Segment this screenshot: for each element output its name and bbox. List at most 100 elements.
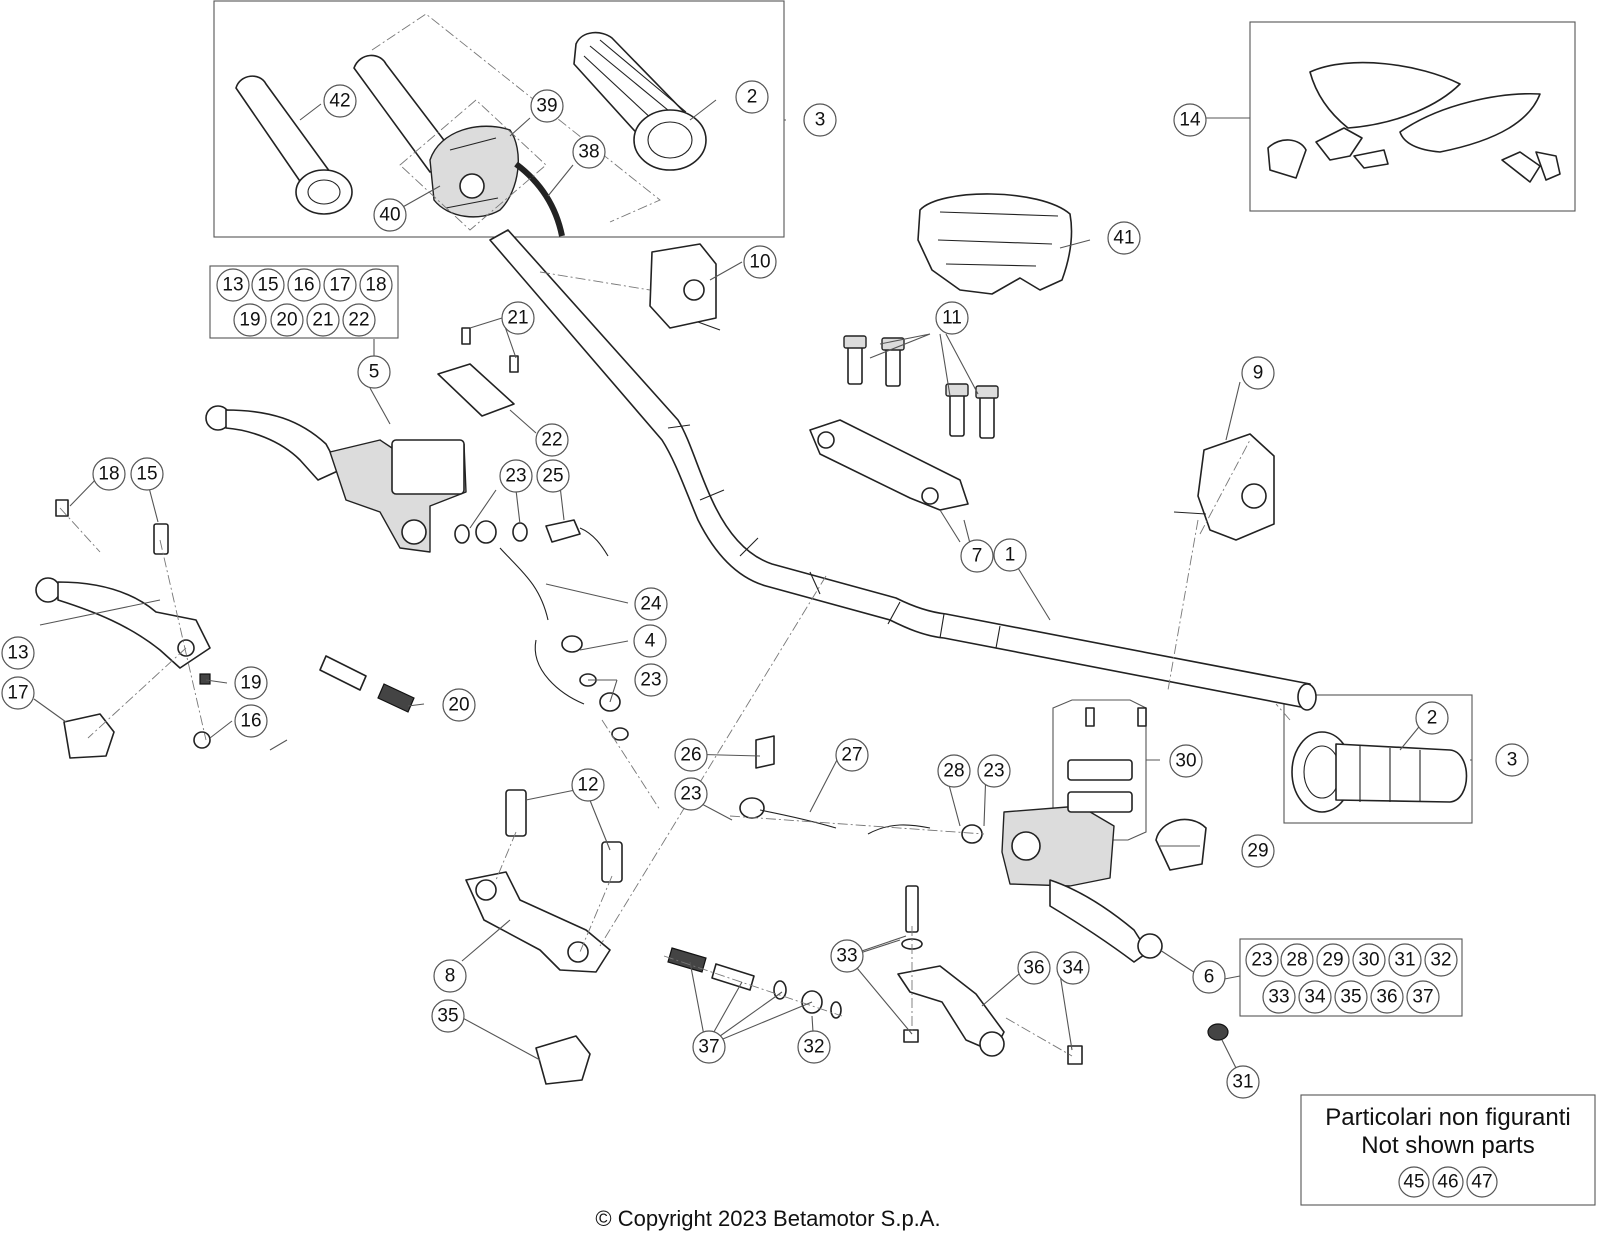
svg-text:47: 47	[1471, 1172, 1492, 1193]
kit-5-refs: 13 15 16 17 18 19 20 21 22	[216, 268, 393, 337]
svg-text:36: 36	[1023, 958, 1044, 979]
svg-text:19: 19	[240, 673, 261, 694]
callout-20: 20	[442, 688, 476, 722]
callout-18: 18	[92, 457, 126, 491]
not-shown-parts-box	[1300, 1094, 1596, 1206]
svg-text:30: 30	[1175, 751, 1196, 772]
bolts-12	[505, 789, 623, 883]
switch-10	[649, 243, 721, 331]
svg-text:20: 20	[448, 695, 469, 716]
kit-6-ref: 30	[1352, 943, 1386, 977]
svg-text:5: 5	[369, 362, 380, 383]
kit-6-refs: 23 28 29 30 31 32 33 34 35 36 37	[1245, 943, 1458, 1014]
kit-5-ref: 19	[233, 303, 267, 337]
callout-22: 22	[535, 423, 569, 457]
svg-text:19: 19	[239, 310, 260, 331]
callout-38: 38	[572, 135, 606, 169]
lower-clamp-8	[465, 871, 611, 973]
kit-6-ref: 33	[1262, 980, 1296, 1014]
right-grip-2	[1291, 731, 1468, 813]
callout-13: 13	[1, 636, 35, 670]
note-line-2: Not shown parts	[1361, 1132, 1534, 1159]
svg-text:33: 33	[1268, 987, 1289, 1008]
callout-8: 8	[433, 959, 467, 993]
svg-text:34: 34	[1062, 958, 1084, 979]
dashboard-41	[917, 193, 1073, 295]
boot-17	[63, 713, 115, 759]
svg-text:17: 17	[329, 275, 350, 296]
callout-6: 6	[1192, 960, 1226, 994]
svg-text:3: 3	[1507, 750, 1518, 771]
note-line-1: Particolari non figuranti	[1325, 1104, 1570, 1131]
svg-text:11: 11	[942, 308, 962, 329]
dashed-reference-lines	[59, 271, 1291, 1057]
lever-13	[35, 577, 211, 669]
svg-text:10: 10	[749, 252, 770, 273]
svg-text:21: 21	[312, 310, 333, 331]
kit-5-box	[209, 265, 399, 339]
note-ref: 45	[1398, 1166, 1430, 1198]
callout-7: 7	[960, 539, 994, 573]
svg-text:23: 23	[505, 466, 526, 487]
callout-12: 12	[571, 768, 605, 802]
callout-26: 26	[674, 738, 708, 772]
throttle-group-dashed-outline	[371, 13, 661, 231]
svg-text:20: 20	[276, 310, 297, 331]
throttle-body-40	[429, 125, 519, 218]
callout-42: 42	[323, 84, 357, 118]
svg-text:15: 15	[257, 275, 278, 296]
callout-23-b: 23	[634, 663, 668, 697]
kit-6-ref: 36	[1370, 980, 1404, 1014]
svg-text:13: 13	[222, 275, 243, 296]
brake-hose-26-27	[739, 735, 983, 844]
svg-text:23: 23	[983, 761, 1004, 782]
note-ref: 47	[1466, 1166, 1498, 1198]
callout-33: 33	[830, 939, 864, 973]
svg-text:32: 32	[803, 1037, 824, 1058]
callout-17: 17	[1, 676, 35, 710]
svg-text:37: 37	[1412, 987, 1433, 1008]
svg-text:18: 18	[98, 464, 119, 485]
not-shown-parts-note: Particolari non figuranti Not shown part…	[1325, 1104, 1571, 1198]
callout-2-top: 2	[735, 80, 769, 114]
handguards-14	[1267, 61, 1561, 183]
hose-24	[499, 547, 629, 741]
callout-16: 16	[234, 704, 268, 738]
callout-40: 40	[373, 198, 407, 232]
svg-text:7: 7	[972, 546, 983, 567]
svg-text:32: 32	[1430, 950, 1451, 971]
svg-text:4: 4	[645, 631, 656, 652]
kit-5-ref: 16	[287, 268, 321, 302]
callout-2-right: 2	[1415, 701, 1449, 735]
svg-text:31: 31	[1232, 1072, 1253, 1093]
svg-text:2: 2	[747, 87, 758, 108]
callout-10: 10	[743, 245, 777, 279]
svg-text:9: 9	[1253, 363, 1264, 384]
callout-25: 25	[536, 459, 570, 493]
callout-14: 14	[1173, 103, 1207, 137]
brake-master-cylinder	[1001, 805, 1163, 963]
kit-5-ref: 15	[251, 268, 285, 302]
callout-23-a: 23	[499, 459, 533, 493]
bolt-33-34-31	[901, 885, 1229, 1065]
callout-3-top: 3	[803, 103, 837, 137]
svg-text:35: 35	[437, 1006, 458, 1027]
kit-5-ref: 21	[306, 303, 340, 337]
throttle-cable-38	[514, 161, 565, 237]
svg-text:16: 16	[240, 711, 261, 732]
callout-34: 34	[1056, 951, 1090, 985]
lever-36	[897, 965, 1005, 1057]
callout-19: 19	[234, 666, 268, 700]
kit-6-box	[1239, 938, 1463, 1017]
svg-text:28: 28	[1286, 950, 1307, 971]
kit-6-ref: 37	[1406, 980, 1440, 1014]
svg-text:15: 15	[136, 464, 157, 485]
handguard-group-box	[1249, 21, 1576, 212]
callout-35: 35	[431, 999, 465, 1033]
banjo-23-25	[454, 519, 609, 557]
callout-23-d: 23	[977, 754, 1011, 788]
screws-21	[461, 327, 519, 373]
right-grip-box	[1283, 694, 1473, 824]
callout-29: 29	[1241, 834, 1275, 868]
callout-27: 27	[835, 738, 869, 772]
